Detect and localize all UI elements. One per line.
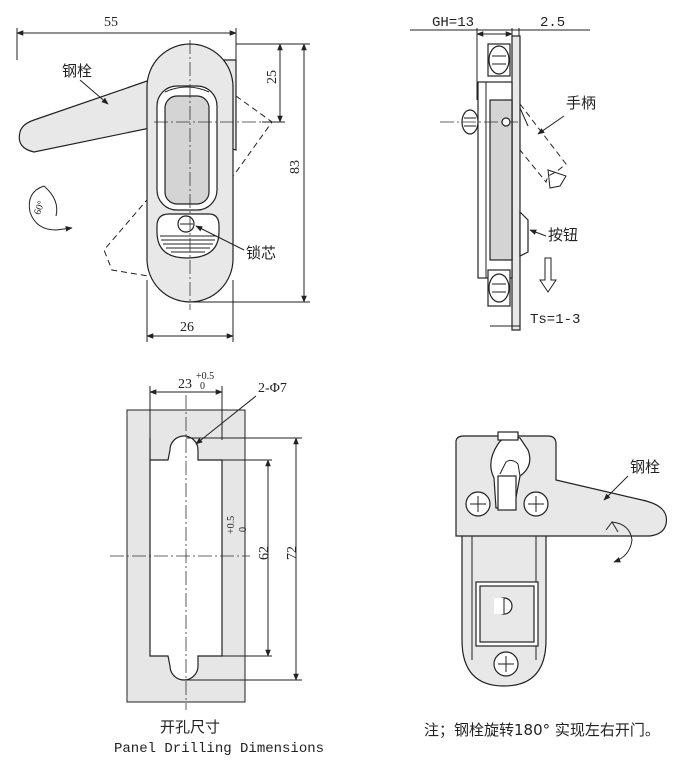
dim-23: 23 bbox=[178, 377, 192, 392]
label-steel-bolt: 钢栓 bbox=[62, 62, 92, 80]
dim-23-tol-upper: +0.5 bbox=[196, 371, 214, 382]
rotation-arrow-rear bbox=[611, 521, 633, 563]
drilling-view: 23 +0.5 0 2-Φ7 62 +0.5 0 72 开孔尺寸 Panel D… bbox=[110, 371, 324, 757]
label-steel-bolt-rear: 钢栓 bbox=[630, 458, 660, 476]
dim-62-tol-upper: +0.5 bbox=[226, 516, 237, 534]
note-text: 注；钢栓旋转180° 实现左右开门。 bbox=[424, 721, 660, 739]
button-profile bbox=[519, 210, 529, 257]
rear-view: 钢栓 bbox=[455, 431, 668, 687]
dim-ts: Ts=1-3 bbox=[530, 312, 580, 328]
rear-cam-slot bbox=[497, 475, 517, 511]
side-view: GH=13 2.5 bbox=[410, 15, 596, 331]
rotation-arrow-60: 60° bbox=[28, 185, 73, 232]
screw-bottom-rear bbox=[493, 651, 519, 677]
push-arrow bbox=[539, 257, 557, 293]
screw-bottom-side bbox=[487, 269, 511, 307]
screw-left-rear bbox=[465, 491, 491, 517]
rear-plate-bolt bbox=[455, 435, 668, 537]
dim-72: 72 bbox=[285, 546, 300, 560]
caption-cn: 开孔尺寸 bbox=[160, 718, 220, 736]
label-lock-core: 锁芯 bbox=[246, 244, 276, 262]
caption-en: Panel Drilling Dimensions bbox=[114, 741, 324, 757]
front-view: 55 25 83 bbox=[16, 15, 310, 342]
screw-right-rear bbox=[523, 491, 549, 517]
dim-23-tol-lower: 0 bbox=[200, 381, 205, 392]
dim-62-tol-lower: 0 bbox=[238, 527, 249, 532]
handle-rotated-outline bbox=[103, 95, 273, 279]
dim-holes: 2-Φ7 bbox=[258, 381, 287, 396]
angle-label: 60° bbox=[32, 199, 47, 216]
panel-plate bbox=[511, 35, 521, 331]
lock-core-ribs bbox=[160, 235, 216, 253]
dim-26: 26 bbox=[180, 320, 194, 335]
screw-top-side bbox=[487, 43, 511, 77]
dim-25: 25 bbox=[265, 70, 280, 84]
handle-outward bbox=[519, 103, 567, 184]
dim-55: 55 bbox=[104, 15, 118, 30]
label-button: 按钮 bbox=[548, 226, 578, 244]
dim-62: 62 bbox=[257, 546, 272, 560]
dim-2-5: 2.5 bbox=[540, 15, 565, 31]
handle-grip bbox=[164, 95, 210, 205]
label-handle: 手柄 bbox=[566, 94, 596, 112]
dim-gh: GH=13 bbox=[432, 15, 474, 31]
side-body-inner bbox=[489, 99, 513, 261]
dim-83: 83 bbox=[288, 160, 303, 174]
